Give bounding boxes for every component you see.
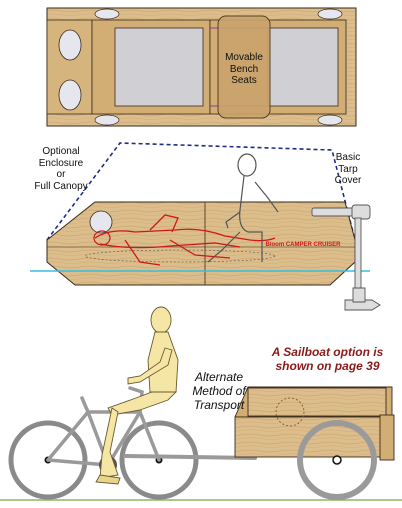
- seated-figure: [207, 153, 279, 263]
- top-view: [46, 7, 357, 127]
- cushion-outline: [84, 249, 276, 263]
- top-view-porthole-lower: [58, 79, 82, 111]
- canopy-outline: [46, 142, 356, 241]
- optional-enclosure-label: Optional Enclosure or Full Canopy: [34, 146, 88, 192]
- top-view-porthole-upper: [58, 29, 82, 61]
- outboard-motor: [311, 204, 381, 311]
- bench-seats-label: Movable Bench Seats: [225, 52, 263, 86]
- bench-seat: [217, 15, 271, 119]
- top-view-cockpit-floor: [114, 27, 204, 107]
- top-view-stern-floor: [267, 27, 339, 107]
- trailer-wheel: [297, 420, 377, 500]
- sailboat-option-note: A Sailboat option is shown on page 39: [271, 345, 384, 373]
- side-view: [30, 142, 381, 311]
- top-view-cleat-2: [94, 114, 120, 126]
- bow-porthole: [89, 210, 113, 234]
- bicycle-scene: [0, 306, 402, 501]
- tow-bar: [123, 454, 257, 460]
- top-view-cleat-3: [317, 8, 343, 20]
- top-view-cleat-1: [94, 8, 120, 20]
- basic-tarp-label: Basic Tarp Cover: [334, 152, 362, 186]
- reclining-figure: [94, 214, 276, 266]
- rider: [95, 306, 179, 485]
- top-view-cleat-4: [317, 114, 343, 126]
- brand-label: Bloom CAMPER CRUISER: [265, 242, 341, 248]
- bike-rear-wheel: [8, 420, 88, 500]
- bike-front-wheel: [119, 420, 199, 500]
- alternate-transport-label: Alternate Method of Transport: [192, 370, 246, 412]
